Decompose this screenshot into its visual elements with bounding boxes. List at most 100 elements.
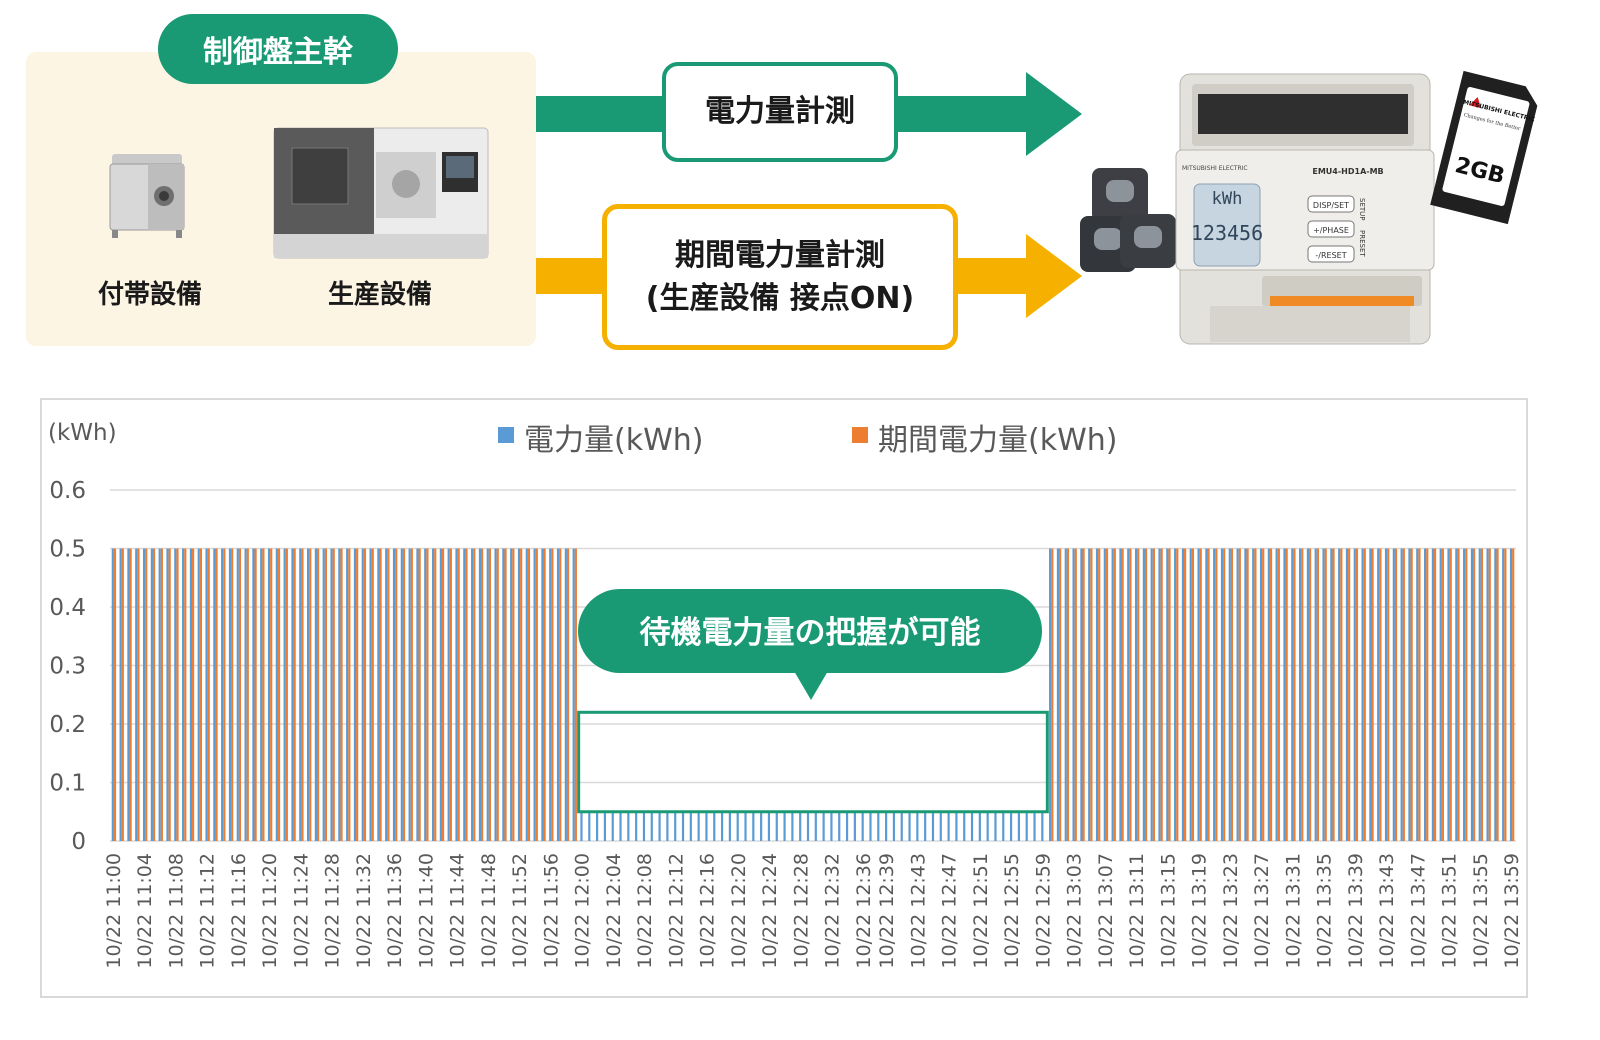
bar-period-energy <box>176 548 179 841</box>
bar-energy <box>1322 548 1325 841</box>
bar-energy <box>1361 548 1364 841</box>
bar-period-energy <box>527 548 531 841</box>
bar-energy <box>1392 548 1395 841</box>
bar-energy <box>1470 548 1474 841</box>
bar-period-energy <box>371 548 374 841</box>
bar-energy <box>1197 548 1200 841</box>
bar-period-energy <box>363 548 367 841</box>
bar-period-energy <box>1098 548 1101 841</box>
meter-display-unit: kWh <box>1212 189 1243 209</box>
bar-energy <box>1150 548 1153 841</box>
bar-energy <box>838 811 841 841</box>
bar-energy <box>369 548 372 841</box>
y-axis-unit-label: (kWh) <box>48 420 117 446</box>
bar-period-energy <box>192 548 195 841</box>
legend-swatch-energy <box>498 427 514 443</box>
bar-energy <box>947 811 950 841</box>
bar-period-energy <box>1144 548 1148 841</box>
bar-energy <box>939 811 942 841</box>
energy-measurement-label: 電力量計測 <box>662 62 898 162</box>
bar-energy <box>572 548 575 841</box>
callout-bubble <box>578 589 1042 673</box>
y-tick-label: 0.6 <box>49 478 86 504</box>
bar-energy <box>674 811 677 841</box>
bar-period-energy <box>1246 548 1249 841</box>
bar-energy <box>1252 548 1255 841</box>
bar-period-energy <box>145 548 148 841</box>
meter-display-value: 123456 <box>1191 221 1263 245</box>
bar-period-energy <box>1129 548 1132 841</box>
bar-energy <box>1478 548 1481 841</box>
y-tick-label: 0.3 <box>49 654 86 680</box>
bar-energy <box>1103 548 1106 841</box>
bar-energy <box>1228 548 1231 841</box>
bar-energy <box>596 811 599 841</box>
meter-button-phase: +/PHASE <box>1313 226 1349 235</box>
bar-period-energy <box>1269 548 1273 841</box>
bar-energy <box>1009 811 1013 841</box>
bar-energy <box>877 811 880 841</box>
bar-energy <box>783 811 786 841</box>
bar-period-energy <box>574 548 577 841</box>
bar-period-energy <box>449 548 452 841</box>
energy-measurement-text: 電力量計測 <box>705 94 855 130</box>
bar-energy <box>1306 548 1310 841</box>
period-measurement-line2: (生産設備 接点ON) <box>645 281 915 316</box>
meter-model: EMU4-HD1A-MB <box>1312 167 1383 176</box>
bar-energy <box>228 548 232 841</box>
bar-energy <box>775 811 778 841</box>
bar-period-energy <box>1254 548 1257 841</box>
bar-period-energy <box>520 548 523 841</box>
bar-energy <box>1463 548 1466 841</box>
bar-energy <box>1345 548 1349 841</box>
bar-period-energy <box>504 548 507 841</box>
bar-energy <box>174 548 177 841</box>
bar-energy <box>408 548 411 841</box>
standby-annotation: 待機電力量の把握が可能 <box>577 589 1049 814</box>
bar-period-energy <box>434 548 437 841</box>
standby-highlight-box <box>577 710 1049 814</box>
bar-energy <box>978 811 981 841</box>
bar-energy <box>221 548 224 841</box>
bar-energy <box>361 548 364 841</box>
x-tick-label: 10/22 11:52 <box>509 853 531 969</box>
bar-energy <box>564 548 567 841</box>
bar-energy <box>314 548 317 841</box>
x-tick-label: 10/22 11:48 <box>478 853 500 969</box>
bar-energy <box>588 811 591 841</box>
bar-period-energy <box>215 548 218 841</box>
bar-period-energy <box>1348 548 1351 841</box>
bar-period-energy <box>1402 548 1405 841</box>
bar-period-energy <box>496 548 499 841</box>
bar-energy <box>1064 548 1067 841</box>
bar-period-energy <box>316 548 320 841</box>
bar-period-energy <box>293 548 296 841</box>
bar-period-energy <box>1480 548 1484 841</box>
bar-energy <box>213 548 216 841</box>
bar-period-energy <box>152 548 156 841</box>
bar-energy <box>697 811 700 841</box>
bar-period-energy <box>410 548 413 841</box>
y-tick-label: 0.1 <box>49 771 86 797</box>
energy-meter-image: kWh 123456 MITSUBISHI ELECTRIC EMU4-HD1A… <box>1175 73 1435 345</box>
bar-energy <box>791 811 794 841</box>
bar-energy <box>1384 548 1388 841</box>
bar-energy <box>525 548 528 841</box>
bar-period-energy <box>1441 548 1444 841</box>
bar-energy <box>353 548 357 841</box>
bar-energy <box>580 811 583 841</box>
bar-period-energy <box>1262 548 1265 841</box>
bar-period-energy <box>309 548 312 841</box>
x-tick-label: 10/22 12:36 <box>853 853 875 969</box>
y-tick-label: 0.5 <box>49 537 86 563</box>
bar-energy <box>533 548 536 841</box>
bar-period-energy <box>457 548 460 841</box>
period-measurement-label: 期間電力量計測 (生産設備 接点ON) <box>602 204 958 350</box>
bar-energy <box>830 811 833 841</box>
bar-energy <box>1369 548 1372 841</box>
bar-period-energy <box>1332 548 1335 841</box>
bar-period-energy <box>1152 548 1155 841</box>
bar-energy <box>182 548 185 841</box>
bar-energy <box>814 811 817 841</box>
